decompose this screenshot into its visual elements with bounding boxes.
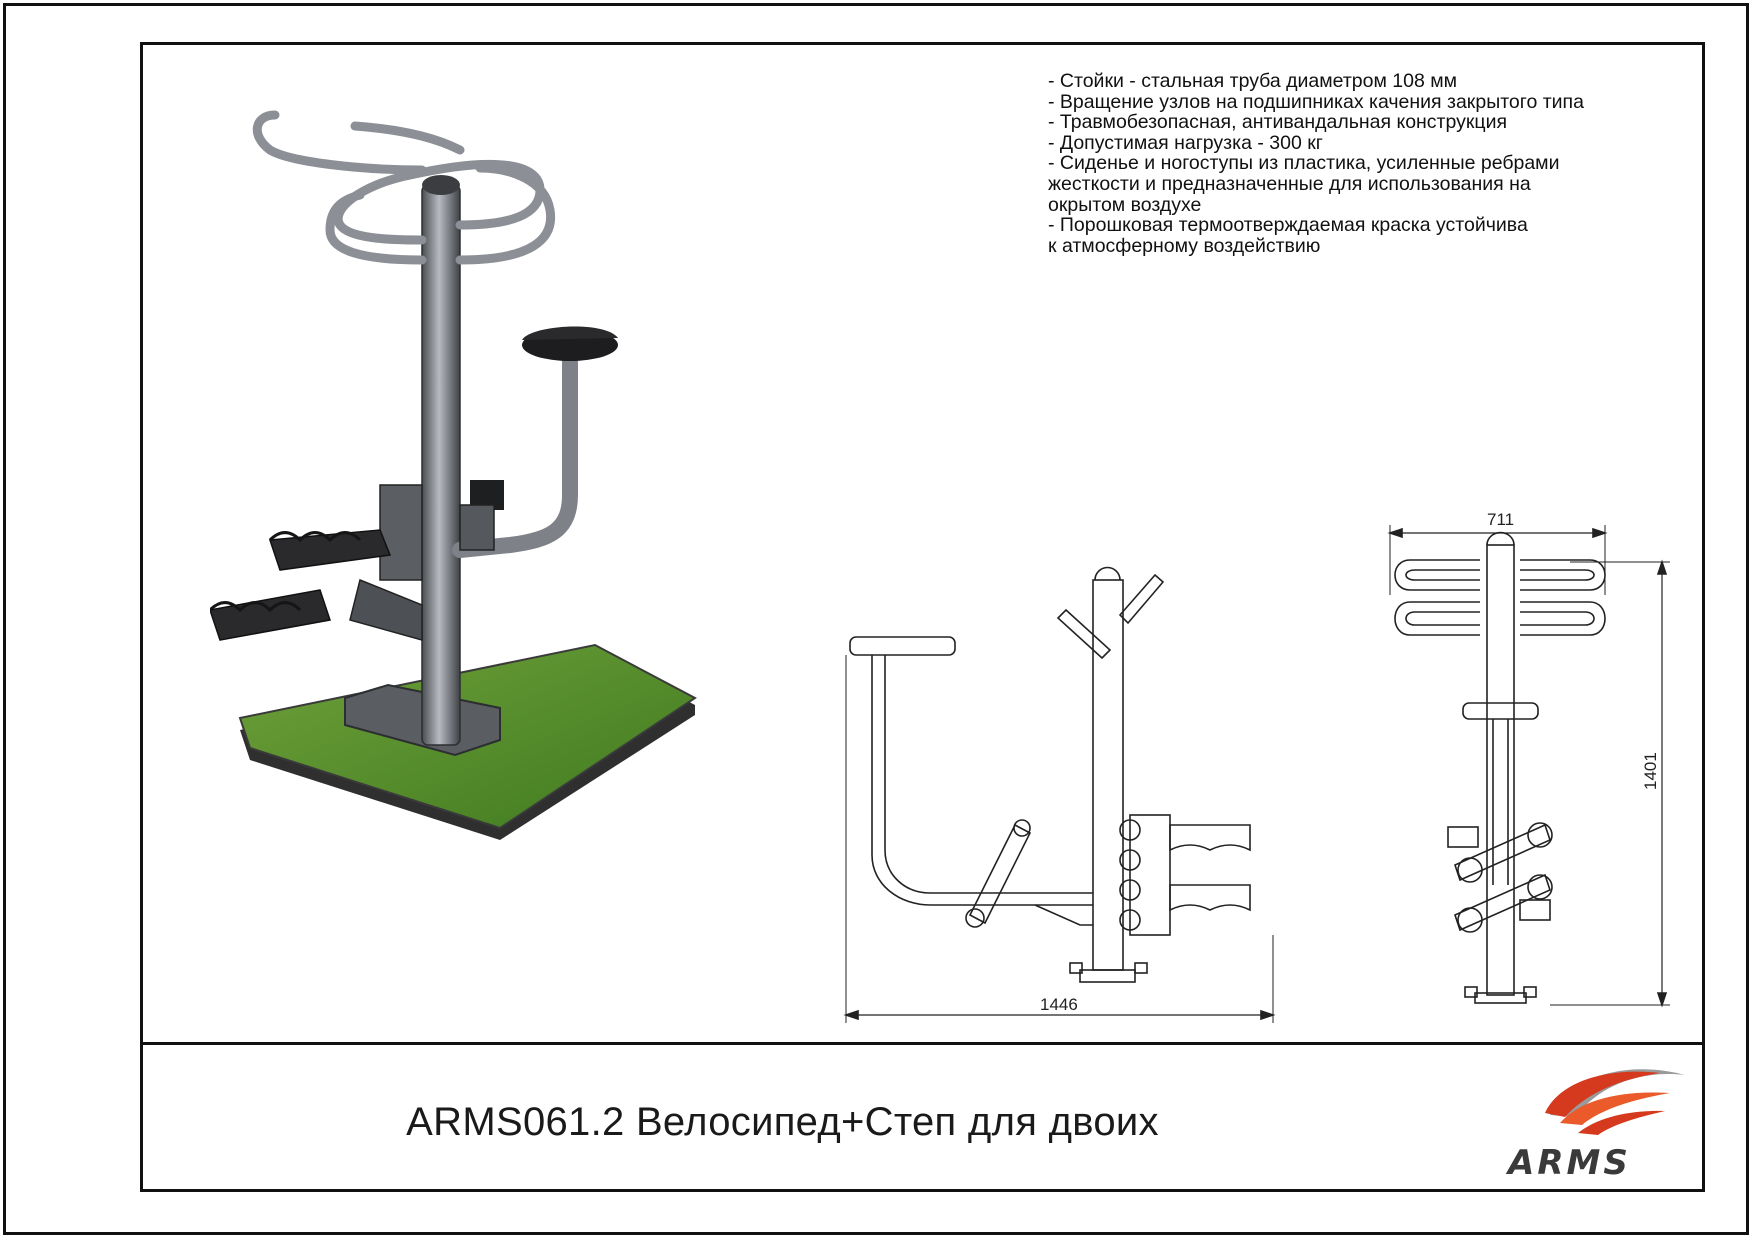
specifications-list: - Стойки - стальная труба диаметром 108 …	[1048, 71, 1678, 256]
spec-line: - Травмобезопасная, антивандальная конст…	[1048, 111, 1508, 134]
logo-wordmark: ARMS	[1508, 1143, 1631, 1183]
spec-line: - Допустимая нагрузка - 300 кг	[1048, 131, 1323, 154]
spec-line: окрытом воздухе	[1048, 193, 1202, 216]
spec-line: жесткости и предназначенные для использо…	[1048, 172, 1531, 195]
title-block-divider	[140, 1042, 1705, 1045]
equipment-render	[210, 110, 697, 840]
side-seat	[849, 636, 956, 656]
length-dimension-label: 1446	[1040, 995, 1078, 1014]
side-view-drawing	[843, 566, 1276, 1023]
spec-line: - Стойки - стальная труба диаметром 108 …	[1048, 70, 1458, 92]
spec-line: - Вращение узлов на подшипниках качения …	[1048, 90, 1584, 113]
sheet-border	[3, 3, 1749, 1235]
drawing-frame	[140, 42, 1705, 1192]
height-dimension-label: 1401	[1641, 752, 1660, 790]
front-view-drawing	[1387, 525, 1670, 1008]
handlebars	[252, 110, 556, 265]
spec-line: - Порошковая термоотверждаемая краска ус…	[1048, 214, 1528, 237]
product-title: ARMS061.2 Велосипед+Степ для двоих	[406, 1100, 1159, 1144]
spec-line: - Сиденье и ногоступы из пластика, усиле…	[1048, 152, 1560, 175]
arms-logo-icon	[1545, 1069, 1685, 1135]
spec-line: к атмосферному воздействию	[1048, 234, 1321, 257]
width-dimension-label: 711	[1487, 510, 1515, 529]
main-post	[421, 184, 461, 746]
